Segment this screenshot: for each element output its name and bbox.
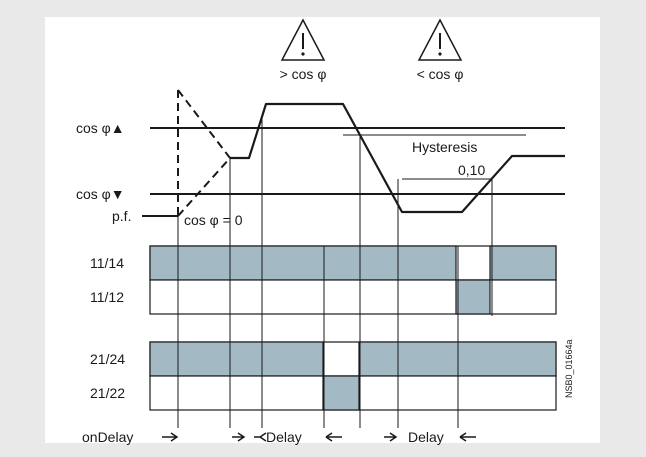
relay-label: 21/22 [90,385,125,401]
delay-1-arrows [232,432,267,442]
delay-2-label: Delay [408,429,444,445]
relay-label: 11/14 [90,255,124,271]
relay-rows [149,245,557,411]
warning-label-lower: < cos φ [417,66,464,82]
hysteresis-label: Hysteresis [412,139,477,155]
on-delay-arrow [162,432,179,442]
delay-2-end-arrow [459,432,476,442]
on-delay-label: onDelay [82,429,133,445]
relay-label: 21/24 [90,351,125,367]
exclamation-dot [438,52,442,56]
delay-1-label: Delay [266,429,302,445]
level-label-pf: p.f. [112,208,131,224]
level-label-upper: cos φ▲ [76,120,125,136]
relay-row-11-12 [149,279,557,315]
relay-on-segment [149,341,324,377]
delay-1-end-arrow [325,432,342,442]
cos-phi-zero-label: cos φ = 0 [184,212,243,228]
warning-label-upper: > cos φ [280,66,327,82]
start-dashed-curve [177,89,231,217]
relay-label: 11/12 [90,289,124,305]
level-label-lower: cos φ▼ [76,186,125,202]
relay-on-segment [455,279,491,315]
drawing-code: NSB0_01664a [564,339,574,398]
event-guides [177,118,493,428]
delay-2-start-arrow [384,432,398,442]
relay-on-segment [149,245,457,281]
relay-on-segment [489,245,557,281]
exclamation-dot [301,52,305,56]
warning-icon-upper [280,18,326,61]
power-factor-curve [230,102,565,214]
relay-on-segment [322,375,360,411]
hysteresis-value: 0,10 [458,162,485,178]
warning-icon-lower [417,18,463,61]
